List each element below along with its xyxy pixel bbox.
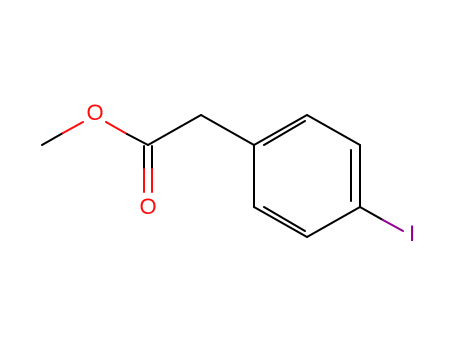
ester-oxygen-label: O bbox=[86, 100, 103, 125]
bond-oxygen-carbonyl-carbon-part bbox=[126, 133, 149, 146]
bond-methyl-oxygen-carbon-part bbox=[41, 132, 64, 146]
carbonyl-oxygen-label: O bbox=[139, 194, 156, 219]
ring-bond-2 bbox=[306, 114, 361, 146]
ring-inner-bond-1 bbox=[263, 120, 306, 146]
ring-bond-5 bbox=[253, 206, 308, 238]
ring-bond-4 bbox=[306, 206, 361, 238]
bond-carbonyl-methylene bbox=[147, 114, 202, 146]
ring-inner-bond-3 bbox=[263, 206, 306, 232]
bond-ring-iodine-iodine-part bbox=[382, 219, 404, 232]
atom-labels: O O I bbox=[86, 100, 415, 246]
bond-ring-iodine-carbon-part bbox=[359, 206, 384, 221]
iodine-label: I bbox=[409, 221, 415, 246]
ring-bond-1 bbox=[253, 114, 308, 146]
bond-methylene-ring bbox=[200, 114, 255, 146]
bond-methyl-oxygen-oxygen-part bbox=[62, 121, 84, 134]
bond-oxygen-carbonyl-oxygen-part bbox=[105, 121, 128, 135]
bonds bbox=[41, 114, 404, 238]
